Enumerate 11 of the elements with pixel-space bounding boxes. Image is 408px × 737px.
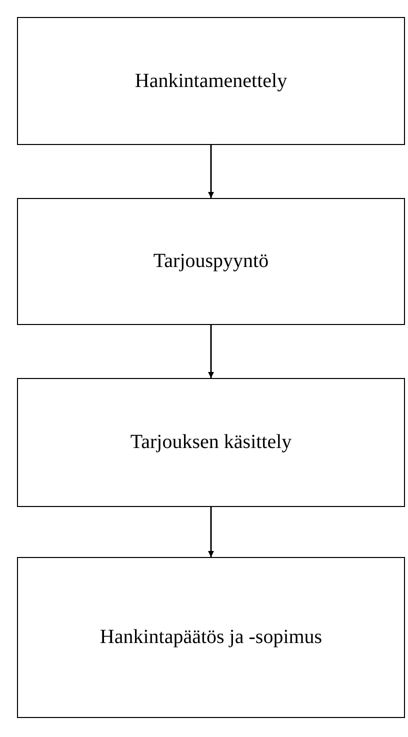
box-label: Hankintapäätös ja -sopimus (100, 626, 322, 649)
process-box (17, 198, 405, 325)
process-box (17, 378, 405, 507)
process-box (17, 557, 405, 718)
box-label: Tarjouksen käsittely (130, 431, 292, 454)
arrow (208, 507, 214, 557)
box-label: Tarjouspyyntö (153, 250, 269, 273)
arrow (208, 145, 214, 198)
box-label: Hankintamenettely (134, 70, 288, 92)
process-box (17, 17, 405, 145)
arrow (208, 325, 214, 378)
